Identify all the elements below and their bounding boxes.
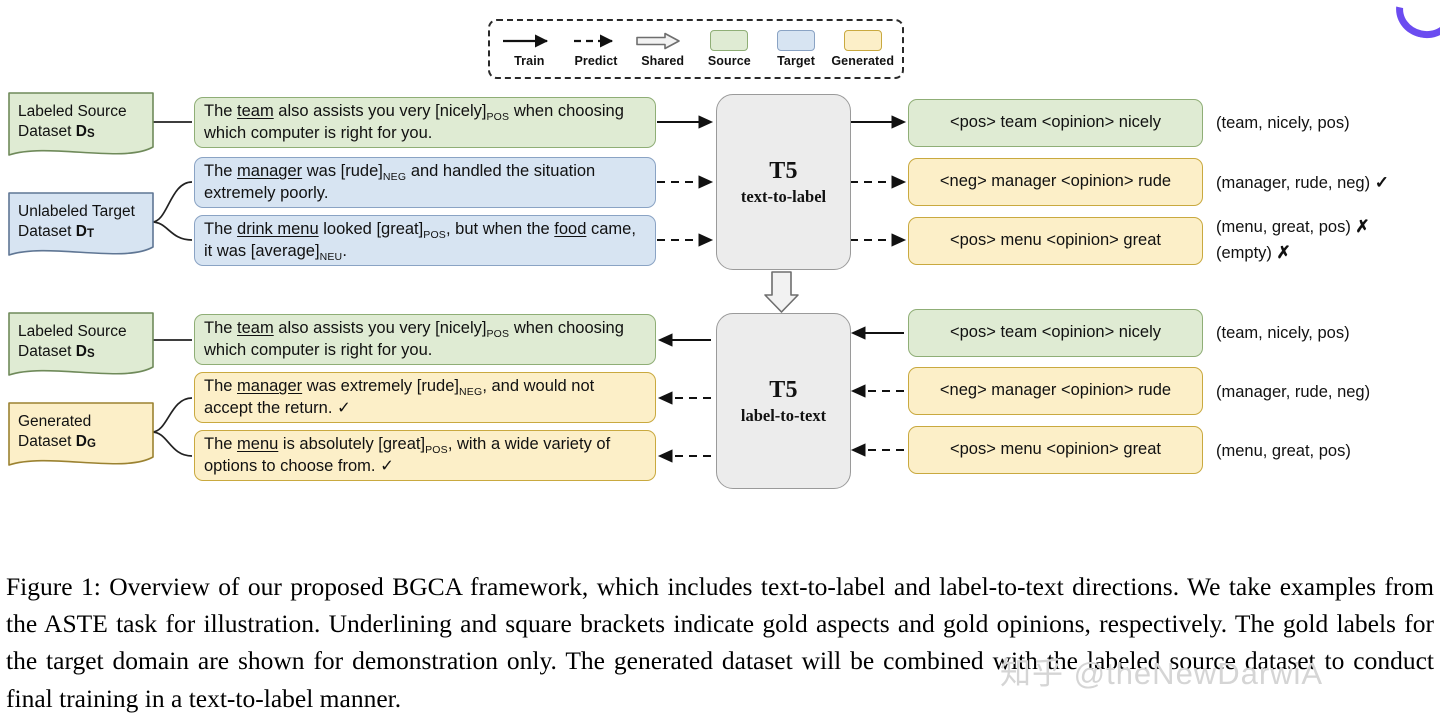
- output-text: <pos> team <opinion> nicely: [950, 113, 1161, 132]
- purple-arc-icon: [1391, 0, 1440, 44]
- output-text: <neg> manager <opinion> rude: [939, 381, 1172, 400]
- dataset-subscript: G: [86, 437, 96, 450]
- legend-label: Predict: [574, 53, 618, 68]
- dataset-symbol: D: [75, 343, 87, 361]
- tuple-text: (menu, great, pos): [1216, 442, 1351, 460]
- tuple-text: (empty): [1216, 244, 1272, 262]
- sentence-box-source-bottom[interactable]: The team also assists you very [nicely]P…: [194, 314, 656, 365]
- sentence-text: The manager was [rude]NEG and handled th…: [204, 162, 596, 202]
- tuple-top-1: (team, nicely, pos): [1216, 113, 1350, 133]
- blue-swatch-icon: [777, 30, 816, 51]
- input-box-generated-1[interactable]: <neg> manager <opinion> rude: [908, 367, 1203, 415]
- block-arrow-icon: [635, 31, 691, 51]
- model-title: T5: [769, 157, 798, 184]
- model-t5-label-to-text[interactable]: T5 label-to-text: [716, 313, 851, 489]
- tuple-top-2: (manager, rude, neg) ✓: [1216, 173, 1389, 193]
- sentence-box-target-2[interactable]: The drink menu looked [great]POS, but wh…: [194, 215, 656, 266]
- model-subtitle: label-to-text: [740, 405, 827, 425]
- tuple-top-4: (empty) ✗: [1216, 243, 1291, 263]
- sentence-text: The menu is absolutely [great]POS, with …: [204, 435, 611, 475]
- legend-item-shared: Shared: [629, 31, 696, 68]
- dataset-subscript: T: [86, 227, 94, 240]
- sentence-text: The team also assists you very [nicely]P…: [204, 102, 624, 142]
- dataset-labeled-source-top[interactable]: Labeled Source Dataset DS: [8, 92, 154, 164]
- tuple-top-3: (menu, great, pos) ✗: [1216, 217, 1370, 237]
- dataset-line1: Labeled Source: [18, 323, 127, 340]
- sentence-box-source-top[interactable]: The team also assists you very [nicely]P…: [194, 97, 656, 148]
- output-text: <pos> menu <opinion> great: [950, 440, 1161, 459]
- sentence-text: The manager was extremely [rude]NEG, and…: [204, 377, 595, 417]
- sentence-box-generated-2[interactable]: The menu is absolutely [great]POS, with …: [194, 430, 656, 481]
- tuple-mark: ✗: [1355, 217, 1370, 236]
- sentence-box-target-1[interactable]: The manager was [rude]NEG and handled th…: [194, 157, 656, 208]
- legend-item-source: Source: [696, 30, 763, 68]
- tuple-text: (manager, rude, neg): [1216, 174, 1371, 192]
- sentence-text: The team also assists you very [nicely]P…: [204, 319, 624, 359]
- legend-item-generated: Generated: [829, 30, 896, 68]
- output-text: <neg> manager <opinion> rude: [939, 172, 1172, 191]
- input-box-generated-2[interactable]: <pos> menu <opinion> great: [908, 426, 1203, 474]
- output-box-source-top[interactable]: <pos> team <opinion> nicely: [908, 99, 1203, 147]
- yellow-swatch-icon: [843, 30, 882, 51]
- legend-item-target: Target: [763, 30, 830, 68]
- legend-label: Source: [707, 53, 751, 68]
- dataset-label: Unlabeled Target Dataset DT: [18, 202, 135, 243]
- tuple-text: (team, nicely, pos): [1216, 114, 1350, 132]
- dataset-label: Labeled Source Dataset DS: [18, 322, 127, 363]
- dataset-label: Labeled Source Dataset DS: [18, 102, 127, 143]
- dataset-unlabeled-target[interactable]: Unlabeled Target Dataset DT: [8, 192, 154, 264]
- dataset-line1: Labeled Source: [18, 103, 127, 120]
- tuple-text: (team, nicely, pos): [1216, 324, 1350, 342]
- model-subtitle: text-to-label: [740, 186, 827, 206]
- dataset-subscript: S: [86, 127, 95, 140]
- dashed-arrow-icon: [568, 31, 624, 51]
- dataset-label: Generated Dataset DG: [18, 412, 96, 453]
- dataset-symbol: D: [75, 223, 87, 241]
- dataset-line2-prefix: Dataset: [18, 433, 76, 451]
- legend-label: Shared: [641, 53, 685, 68]
- output-text: <pos> team <opinion> nicely: [950, 323, 1161, 342]
- tuple-mark: ✓: [1374, 173, 1389, 192]
- dataset-line2-prefix: Dataset: [18, 123, 76, 141]
- dataset-symbol: D: [75, 433, 87, 451]
- dataset-line1: Unlabeled Target: [18, 203, 135, 220]
- output-box-generated-2[interactable]: <pos> menu <opinion> great: [908, 217, 1203, 265]
- legend-label: Train: [514, 53, 545, 68]
- tuple-text: (menu, great, pos): [1216, 218, 1351, 236]
- dataset-subscript: S: [86, 347, 95, 360]
- dataset-line1: Generated: [18, 413, 92, 430]
- output-box-generated-1[interactable]: <neg> manager <opinion> rude: [908, 158, 1203, 206]
- legend-item-train: Train: [496, 31, 563, 68]
- legend-item-predict: Predict: [563, 31, 630, 68]
- output-text: <pos> menu <opinion> great: [950, 231, 1161, 250]
- dataset-symbol: D: [75, 123, 87, 141]
- tuple-text: (manager, rude, neg): [1216, 383, 1371, 401]
- legend-label: Generated: [831, 53, 895, 68]
- solid-arrow-icon: [501, 31, 557, 51]
- model-t5-text-to-label[interactable]: T5 text-to-label: [716, 94, 851, 270]
- dataset-generated[interactable]: Generated Dataset DG: [8, 402, 154, 474]
- model-title: T5: [769, 376, 798, 403]
- tuple-bottom-3: (menu, great, pos): [1216, 441, 1351, 461]
- dataset-labeled-source-bottom[interactable]: Labeled Source Dataset DS: [8, 312, 154, 384]
- sentence-box-generated-1[interactable]: The manager was extremely [rude]NEG, and…: [194, 372, 656, 423]
- input-box-source-bottom[interactable]: <pos> team <opinion> nicely: [908, 309, 1203, 357]
- tuple-bottom-1: (team, nicely, pos): [1216, 323, 1350, 343]
- figure-caption: Figure 1: Overview of our proposed BGCA …: [6, 572, 1434, 713]
- tuple-bottom-2: (manager, rude, neg): [1216, 382, 1370, 402]
- sentence-text: The drink menu looked [great]POS, but wh…: [204, 220, 636, 263]
- legend: Train Predict Shared Source Target: [488, 19, 904, 79]
- dataset-line2-prefix: Dataset: [18, 343, 76, 361]
- legend-label: Target: [777, 53, 815, 68]
- green-swatch-icon: [710, 30, 749, 51]
- tuple-mark: ✗: [1276, 243, 1291, 262]
- dataset-line2-prefix: Dataset: [18, 223, 76, 241]
